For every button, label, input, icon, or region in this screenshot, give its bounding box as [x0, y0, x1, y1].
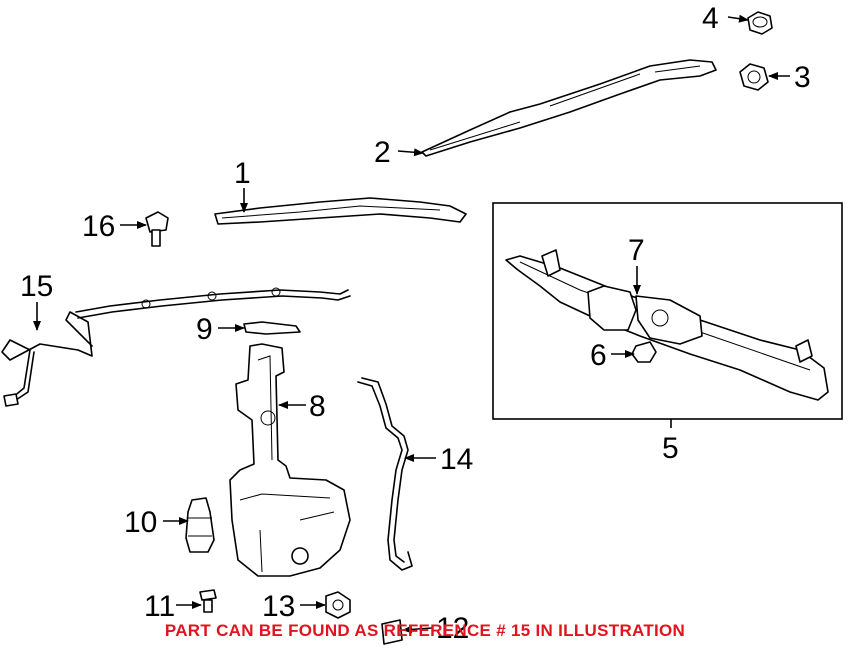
- callout-16: 16: [82, 210, 115, 243]
- callout-2: 2: [374, 136, 391, 169]
- part-15-hose: [1, 287, 351, 407]
- part-8-reservoir: [229, 343, 351, 577]
- callout-14: 14: [440, 443, 473, 476]
- part-7-wiper-motor-linkage: [505, 249, 829, 401]
- part-9-seal: [243, 321, 301, 335]
- part-11-bolt: [199, 589, 217, 613]
- part-14-hose: [357, 377, 413, 571]
- callout-13: 13: [262, 590, 295, 623]
- callout-12: 12: [436, 612, 469, 645]
- reference-notice: PART CAN BE FOUND AS REFERENCE # 15 IN I…: [164, 621, 686, 640]
- callout-11: 11: [144, 590, 175, 623]
- part-6-grommet: [631, 341, 657, 363]
- callout-4: 4: [702, 2, 719, 35]
- part-16-nozzle: [145, 211, 169, 247]
- callout-1: 1: [234, 157, 251, 190]
- part-5-wiper-linkage-box: [492, 202, 843, 428]
- part-4-nut: [747, 11, 773, 35]
- callout-15: 15: [20, 270, 53, 303]
- part-13-grommet: [325, 591, 351, 619]
- callout-7: 7: [628, 234, 645, 267]
- part-3-hex-nut: [739, 63, 769, 91]
- callout-3: 3: [794, 61, 811, 94]
- part-12-clip: [381, 619, 403, 645]
- part-1-wiper-blade: [214, 197, 467, 225]
- callout-5: 5: [662, 432, 679, 465]
- callout-10: 10: [124, 506, 157, 539]
- part-2-wiper-arm: [421, 59, 717, 157]
- leader-lines: [33, 14, 790, 634]
- part-10-pump: [185, 497, 215, 553]
- callout-6: 6: [590, 339, 607, 372]
- callout-9: 9: [196, 313, 213, 346]
- callout-8: 8: [309, 390, 326, 423]
